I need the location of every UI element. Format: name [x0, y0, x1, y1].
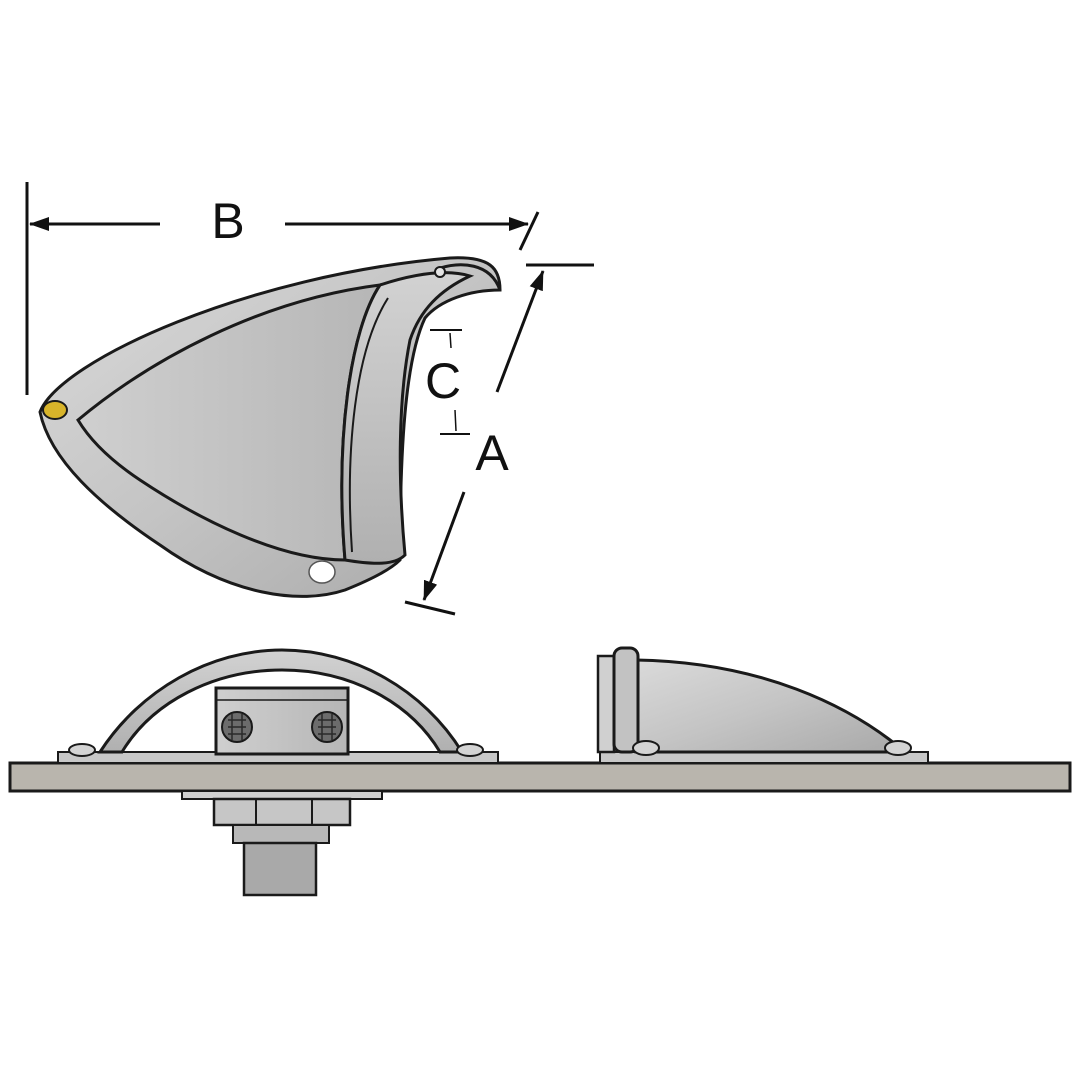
mounting-deck — [8, 761, 1072, 793]
dimension-label-c: C — [425, 353, 461, 409]
vent-hood-lip — [340, 271, 475, 565]
dimension-arrow-icon — [495, 270, 545, 393]
dimension-label-b: B — [211, 193, 244, 249]
side-hood — [634, 658, 910, 754]
extension-line — [404, 600, 456, 616]
dimension-b: B — [25, 182, 540, 395]
dimension-c: C — [425, 329, 470, 435]
screw-icon — [884, 740, 912, 756]
screw-hole-icon — [308, 560, 336, 584]
screw-icon — [632, 740, 660, 756]
nut-icon — [212, 797, 352, 827]
extension-line — [518, 211, 540, 251]
vent-tip — [439, 263, 502, 291]
screw-hole-icon — [434, 266, 446, 278]
side-front-plate — [596, 654, 616, 754]
deck-panel — [8, 761, 1072, 793]
dimension-arrow-icon — [449, 332, 452, 349]
threaded-stem — [232, 824, 330, 844]
dimension-label-a: A — [475, 425, 509, 481]
dimension-a: A — [404, 263, 594, 616]
vent-hood-edge — [348, 297, 389, 553]
lens-grid — [228, 714, 336, 740]
screw-icon — [68, 743, 96, 757]
screw-hole-icon — [42, 400, 68, 420]
dimension-arrow-icon — [454, 409, 457, 432]
side-view-vent — [596, 646, 929, 764]
front-view-vent — [57, 648, 499, 897]
top-view-vent — [38, 256, 502, 598]
cable-gland — [242, 841, 318, 897]
screw-icon — [456, 743, 484, 757]
dimension-arrow-icon — [422, 491, 466, 601]
side-hood-rim — [612, 646, 640, 754]
